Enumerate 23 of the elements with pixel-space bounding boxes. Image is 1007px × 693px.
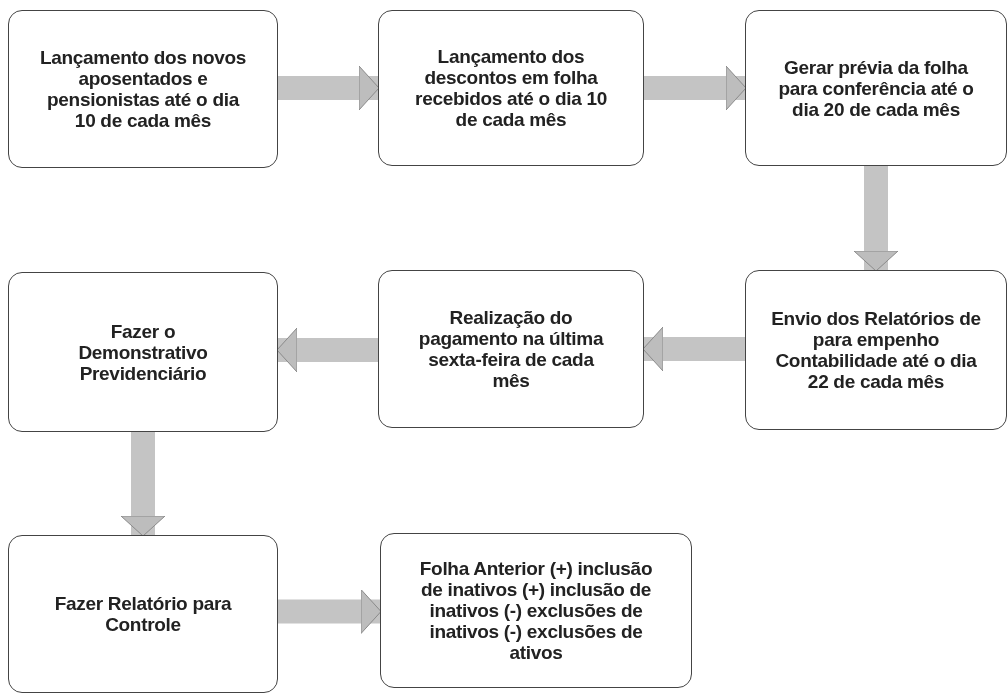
block-arrow [278,65,380,111]
block-arrow [644,65,747,111]
step-text: Folha Anterior (+) inclusão de inativos (+) inclusão de inativos (-) exclusões de inativos (-) exclusões de ativos [418,558,654,663]
process-box [378,270,644,428]
step-text: Lançamento dos descontos em folha recebidos até o dia 10 de cada mês [414,46,608,130]
step-text: Lançamento dos novos aposentados e pensionistas até o dia 10 de cada mês [38,47,248,131]
process-box [8,10,278,168]
process-box [745,270,1007,430]
block-arrow [642,326,745,372]
process-box [8,535,278,693]
process-box [378,10,644,166]
step-text: Fazer Relatório para Controle [53,593,233,635]
step-text: Fazer o Demonstrativo Previdenciário [77,320,209,384]
step-text: Realização do pagamento na última sexta-feira de cada mês [417,307,605,391]
block-arrow [120,432,166,537]
block-arrow [276,327,378,373]
step-text: Envio dos Relatórios de para empenho Contabilidade até o dia 22 de cada mês [771,308,981,392]
block-arrow [853,166,899,272]
process-box [745,10,1007,166]
step-text: Gerar prévia da folha para conferência até o dia 20 de cada mês [777,56,975,120]
block-arrow [278,589,382,634]
process-box [380,533,692,688]
process-box [8,272,278,432]
